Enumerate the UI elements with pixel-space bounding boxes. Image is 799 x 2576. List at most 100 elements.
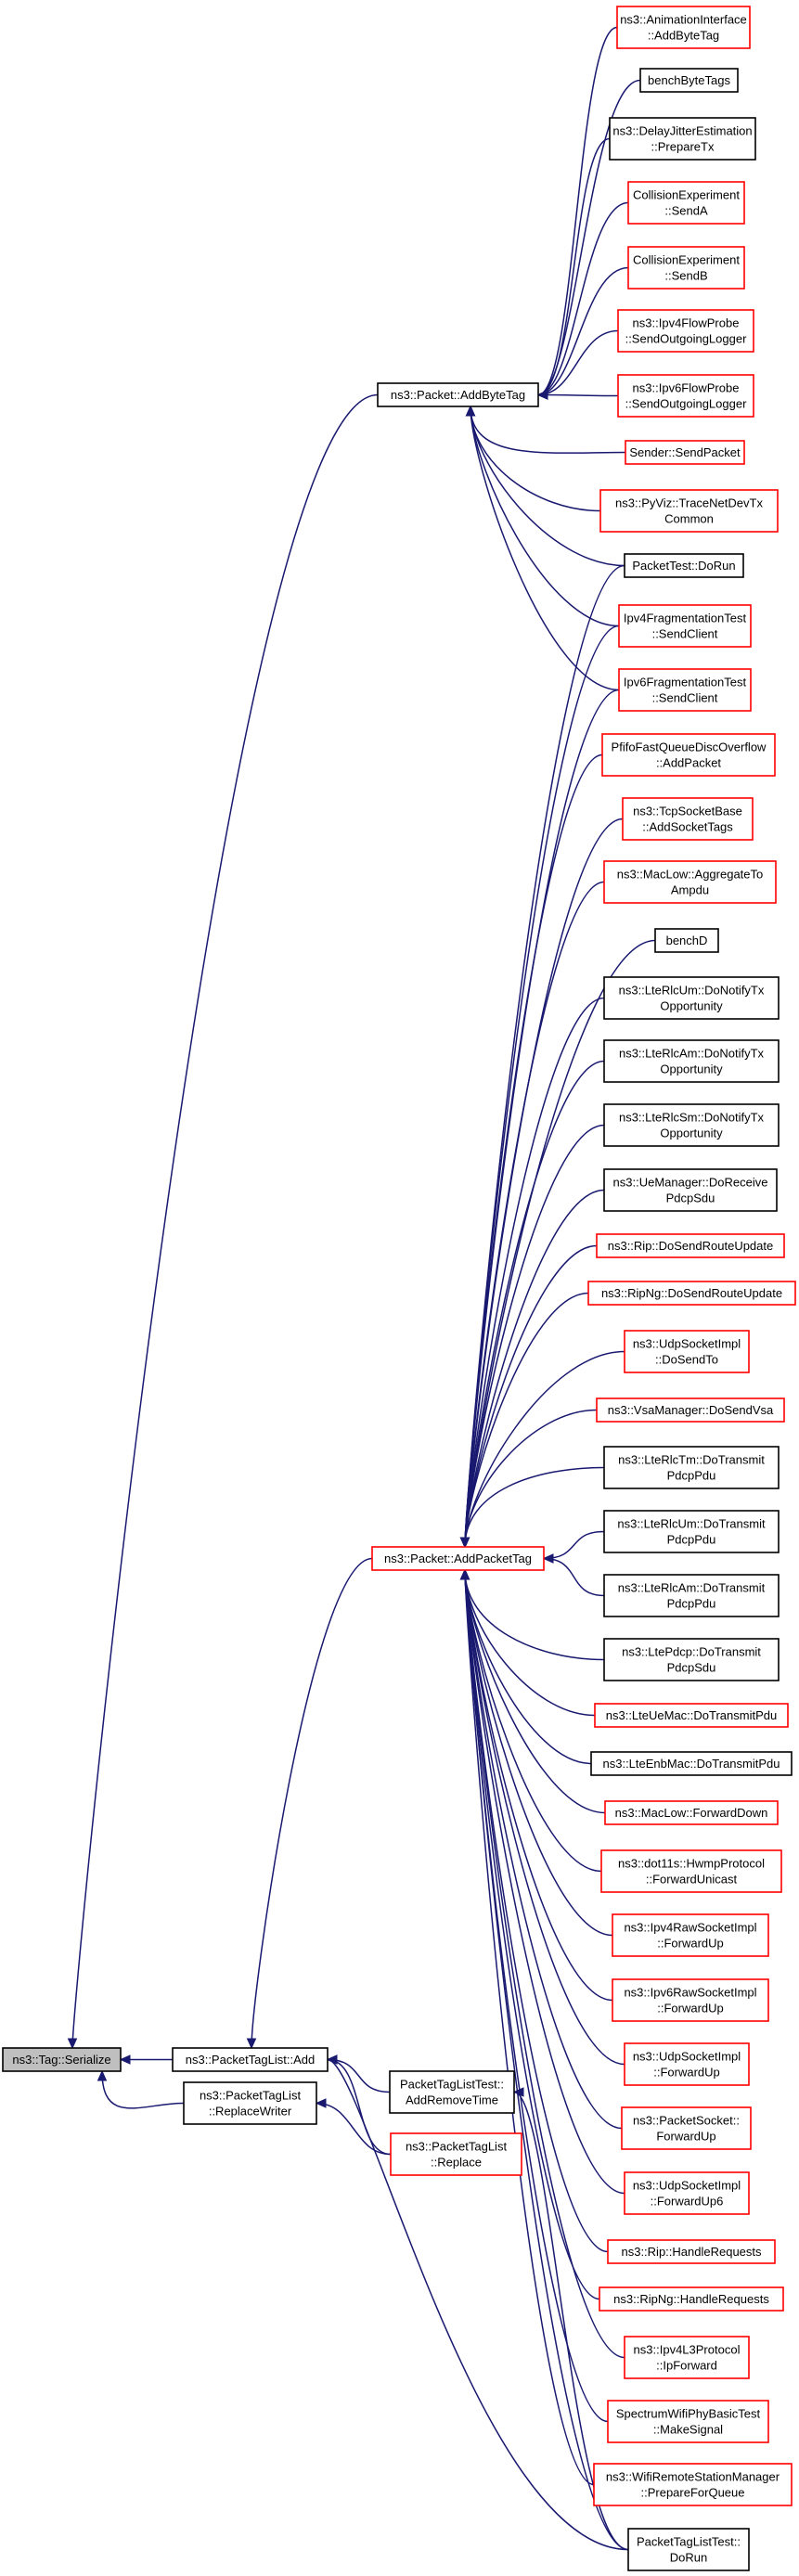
node-ipv4-flow-probe-send-outgoing-logger[interactable]: ns3::Ipv4FlowProbe::SendOutgoingLogger [617, 309, 754, 353]
node-ipv4-raw-socket-impl-forward-up[interactable]: ns3::Ipv4RawSocketImpl::ForwardUp [612, 1913, 769, 1957]
node-packet-tag-list-replace[interactable]: ns3::PacketTagList::Replace [390, 2132, 522, 2176]
edge-ipv4-fragmentation-test-send-client-to-packet-add-byte-tag [470, 406, 620, 627]
node-packet-add-packet-tag[interactable]: ns3::Packet::AddPacketTag [371, 1546, 545, 1571]
node-udp-socket-impl-forward-up6[interactable]: ns3::UdpSocketImpl::ForwardUp6 [624, 2171, 750, 2215]
node-sender-send-packet[interactable]: Sender::SendPacket [625, 440, 745, 465]
node-label: CollisionExperiment [633, 188, 740, 202]
node-label: ns3::LteRlcUm::DoTransmit [617, 1517, 766, 1531]
edge-mac-low-forward-down-to-packet-add-packet-tag [464, 1569, 606, 1814]
node-spectrum-wifi-phy-basic-test-make-signal[interactable]: SpectrumWifiPhyBasicTest::MakeSignal [607, 2400, 769, 2443]
node-label: ::Replace [431, 2156, 482, 2170]
node-packet-add-byte-tag[interactable]: ns3::Packet::AddByteTag [377, 382, 539, 407]
edge-packet-tag-list-test-do-run-to-packet-tag-list-test-add-remove-time [513, 2091, 629, 2551]
node-label: ::SendA [664, 204, 708, 218]
node-mac-low-forward-down[interactable]: ns3::MacLow::ForwardDown [604, 1800, 779, 1825]
node-box [390, 2132, 522, 2176]
node-box [607, 2239, 776, 2264]
node-tcp-socket-base-add-socket-tags[interactable]: ns3::TcpSocketBase::AddSocketTags [622, 797, 754, 841]
arrowhead-lte-rlc-tm-do-transmit-pdcp-pdu-to-packet-add-packet-tag [459, 1537, 470, 1549]
node-label: ns3::Ipv4FlowProbe [633, 316, 740, 330]
node-delay-jitter-estimation-prepare-tx[interactable]: ns3::DelayJitterEstimation::PrepareTx [609, 117, 756, 161]
edge-ipv6-fragmentation-test-send-client-to-packet-add-byte-tag [470, 406, 620, 691]
arrowhead-lte-rlc-am-do-transmit-pdcp-pdu-to-packet-add-packet-tag [542, 1553, 554, 1564]
node-label: ns3::dot11s::HwmpProtocol [618, 1857, 765, 1871]
node-box [603, 1039, 780, 1083]
node-label: ns3::LteRlcUm::DoNotifyTx [619, 984, 765, 998]
node-wifi-remote-station-manager-prepare-for-queue[interactable]: ns3::WifiRemoteStationManager::PrepareFo… [593, 2463, 793, 2506]
node-label: ns3::Rip::DoSendRouteUpdate [608, 1239, 774, 1253]
edge-udp-socket-impl-forward-up6-to-packet-add-packet-tag [464, 1569, 625, 2195]
node-lte-enb-mac-do-transmit-pdu[interactable]: ns3::LteEnbMac::DoTransmitPdu [590, 1751, 793, 1776]
node-label: ns3::UdpSocketImpl [633, 1337, 741, 1351]
node-label: Opportunity [660, 999, 723, 1013]
node-packet-tag-list-replace-writer[interactable]: ns3::PacketTagList::ReplaceWriter [183, 2081, 317, 2125]
edge-collision-experiment-send-a-to-packet-add-byte-tag [537, 201, 629, 396]
node-label: ns3::WifiRemoteStationManager [606, 2470, 780, 2484]
node-box [625, 440, 745, 465]
node-ipv6-flow-probe-send-outgoing-logger[interactable]: ns3::Ipv6FlowProbe::SendOutgoingLogger [617, 374, 754, 418]
node-label: PacketTagListTest:: [637, 2535, 741, 2549]
node-dot11s-hwmp-protocol-forward-unicast[interactable]: ns3::dot11s::HwmpProtocol::ForwardUnicas… [600, 1849, 782, 1893]
node-packet-tag-list-add[interactable]: ns3::PacketTagList::Add [172, 2047, 329, 2072]
node-vsa-manager-do-send-vsa[interactable]: ns3::VsaManager::DoSendVsa [596, 1397, 785, 1423]
node-box [627, 246, 745, 290]
node-packet-test-do-run[interactable]: PacketTest::DoRun [624, 553, 744, 578]
node-box [183, 2081, 317, 2125]
node-ripng-do-send-route-update[interactable]: ns3::RipNg::DoSendRouteUpdate [587, 1281, 796, 1306]
node-packet-socket-forward-up[interactable]: ns3::PacketSocket::ForwardUp [621, 2106, 752, 2150]
node-ipv6-fragmentation-test-send-client[interactable]: Ipv6FragmentationTest::SendClient [618, 668, 752, 712]
node-box [371, 1546, 545, 1571]
node-label: ::IpForward [656, 2359, 717, 2373]
node-ipv6-raw-socket-impl-forward-up[interactable]: ns3::Ipv6RawSocketImpl::ForwardUp [612, 1978, 769, 2022]
node-lte-ue-mac-do-transmit-pdu[interactable]: ns3::LteUeMac::DoTransmitPdu [594, 1703, 789, 1728]
node-packet-tag-list-test-do-run[interactable]: PacketTagListTest::DoRun [627, 2528, 750, 2571]
node-ripng-handle-requests[interactable]: ns3::RipNg::HandleRequests [599, 2286, 784, 2312]
node-ipv4-fragmentation-test-send-client[interactable]: Ipv4FragmentationTest::SendClient [618, 604, 752, 648]
node-box [603, 1638, 780, 1681]
edge-packet-add-byte-tag-to-tag-serialize [71, 393, 379, 2049]
node-label: ::PrepareTx [651, 140, 715, 154]
node-pfifo-fast-queue-disc-overflow-add-packet[interactable]: PfifoFastQueueDiscOverflow::AddPacket [601, 733, 776, 777]
edge-lte-rlc-um-do-transmit-pdcp-pdu-to-packet-add-packet-tag [543, 1530, 605, 1560]
node-tag-serialize[interactable]: ns3::Tag::Serialize [2, 2047, 122, 2072]
edge-packet-tag-list-test-do-run-to-packet-add-packet-tag [464, 1569, 629, 2551]
node-ipv4-l3-protocol-ip-forward[interactable]: ns3::Ipv4L3Protocol::IpForward [624, 2336, 750, 2379]
node-box [612, 1978, 769, 2022]
node-label: ::ForwardUp [657, 2002, 724, 2016]
node-label: ns3::PacketTagList [200, 2089, 302, 2103]
node-box [607, 2400, 769, 2443]
node-box [603, 1103, 780, 1147]
node-rip-do-send-route-update[interactable]: ns3::Rip::DoSendRouteUpdate [596, 1233, 785, 1258]
node-label: ns3::Ipv4L3Protocol [634, 2343, 741, 2357]
node-label: ::AddPacket [656, 756, 721, 770]
node-box [594, 1703, 789, 1728]
node-bench-byte-tags[interactable]: benchByteTags [639, 68, 739, 93]
node-bench-d[interactable]: benchD [654, 928, 719, 953]
node-packet-tag-list-test-add-remove-time[interactable]: PacketTagListTest::AddRemoveTime [389, 2070, 515, 2114]
node-label: PacketTest::DoRun [632, 559, 735, 573]
node-collision-experiment-send-b[interactable]: CollisionExperiment::SendB [627, 246, 745, 290]
node-label: Opportunity [660, 1127, 723, 1140]
node-label: Ipv4FragmentationTest [624, 612, 747, 625]
node-label: ForwardUp [656, 2130, 715, 2144]
node-box [624, 1330, 750, 1373]
node-udp-socket-impl-do-send-to[interactable]: ns3::UdpSocketImpl::DoSendTo [624, 1330, 750, 1373]
node-collision-experiment-send-a[interactable]: CollisionExperiment::SendA [627, 181, 745, 225]
node-box [609, 117, 756, 161]
node-rip-handle-requests[interactable]: ns3::Rip::HandleRequests [607, 2239, 776, 2264]
node-udp-socket-impl-forward-up[interactable]: ns3::UdpSocketImpl::ForwardUp [624, 2042, 750, 2086]
node-label: ::SendClient [652, 691, 718, 705]
node-label: ::PrepareForQueue [640, 2486, 744, 2500]
node-box [603, 1510, 780, 1553]
node-animation-interface-add-byte-tag[interactable]: ns3::AnimationInterface::AddByteTag [616, 6, 751, 49]
